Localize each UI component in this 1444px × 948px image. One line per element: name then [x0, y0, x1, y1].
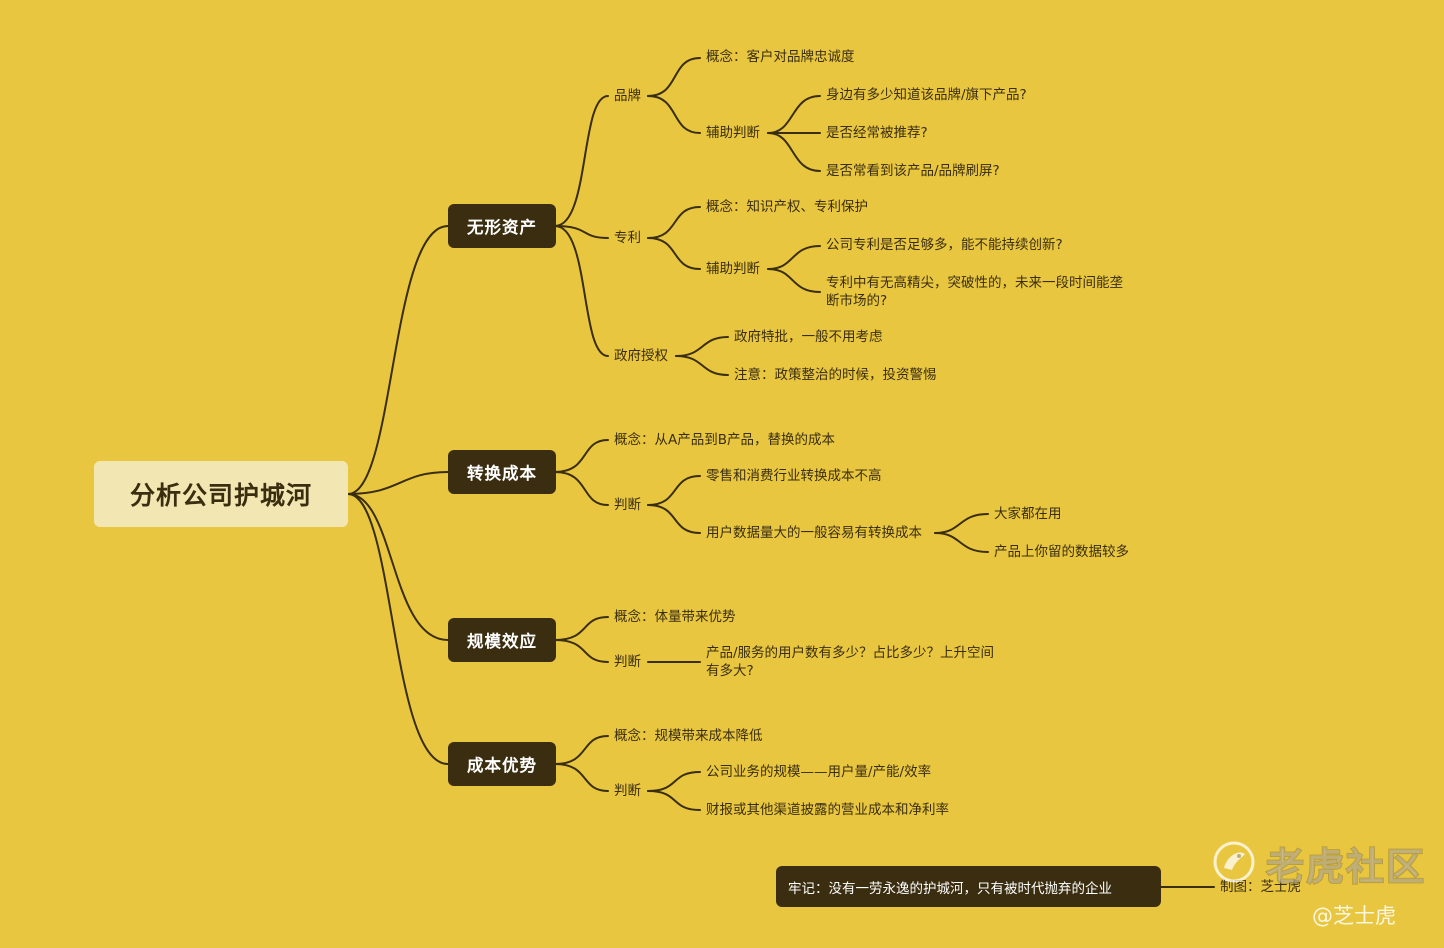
node-patent-judge-item: 专利中有无高精尖，突破性的，未来一段时间能垄断市场的? [826, 275, 1123, 309]
node-patent-judge: 辅助判断 [706, 261, 760, 277]
node-brand-concept: 概念：客户对品牌忠诚度 [706, 49, 855, 65]
node-scale-judge: 判断 [614, 654, 641, 670]
node-scale-judge-item: 产品/服务的用户数有多少？占比多少？上升空间有多大? [706, 645, 995, 679]
node-patent-judge-item: 公司专利是否足够多，能不能持续创新? [826, 237, 1063, 253]
node-government-item: 注意：政策整治的时候，投资警惕 [734, 367, 937, 383]
node-switching-retail: 零售和消费行业转换成本不高 [706, 468, 882, 484]
watermark-user: @芝士虎 [1312, 904, 1396, 928]
node-brand-judge: 辅助判断 [706, 125, 760, 141]
node-scale-effect: 规模效应 [448, 618, 556, 662]
node-government: 政府授权 [614, 348, 668, 364]
reminder-note: 牢记：没有一劳永逸的护城河，只有被时代抛弃的企业 [776, 866, 1161, 907]
node-patent-concept: 概念：知识产权、专利保护 [706, 199, 868, 215]
node-switching-judge: 判断 [614, 497, 641, 513]
node-intangible-assets: 无形资产 [448, 204, 556, 248]
node-government-item: 政府特批，一般不用考虑 [734, 329, 883, 345]
node-cost-judge-item: 财报或其他渠道披露的营业成本和净利率 [706, 802, 949, 818]
root-node: 分析公司护城河 [94, 461, 348, 527]
node-brand-judge-item: 是否经常被推荐? [826, 125, 928, 141]
credit-label: 制图：芝士虎 [1220, 879, 1301, 895]
node-switching-userdata-item: 大家都在用 [994, 506, 1062, 522]
node-cost-judge: 判断 [614, 783, 641, 799]
node-cost-judge-item: 公司业务的规模——用户量/产能/效率 [706, 764, 932, 780]
node-brand-judge-item: 是否常看到该产品/品牌刷屏? [826, 163, 1000, 179]
node-switching-userdata-item: 产品上你留的数据较多 [994, 544, 1129, 560]
node-scale-concept: 概念：体量带来优势 [614, 609, 736, 625]
tiger-logo-icon [1213, 841, 1255, 883]
node-switching-cost: 转换成本 [448, 450, 556, 494]
node-brand: 品牌 [614, 88, 641, 104]
node-switching-userdata: 用户数据量大的一般容易有转换成本 [706, 525, 922, 541]
node-cost-advantage: 成本优势 [448, 742, 556, 786]
node-patent: 专利 [614, 230, 641, 246]
node-switching-concept: 概念：从A产品到B产品，替换的成本 [614, 432, 835, 448]
node-cost-concept: 概念：规模带来成本降低 [614, 728, 763, 744]
node-brand-judge-item: 身边有多少知道该品牌/旗下产品? [826, 87, 1027, 103]
watermark-brand: 老虎社区 [1265, 844, 1427, 890]
